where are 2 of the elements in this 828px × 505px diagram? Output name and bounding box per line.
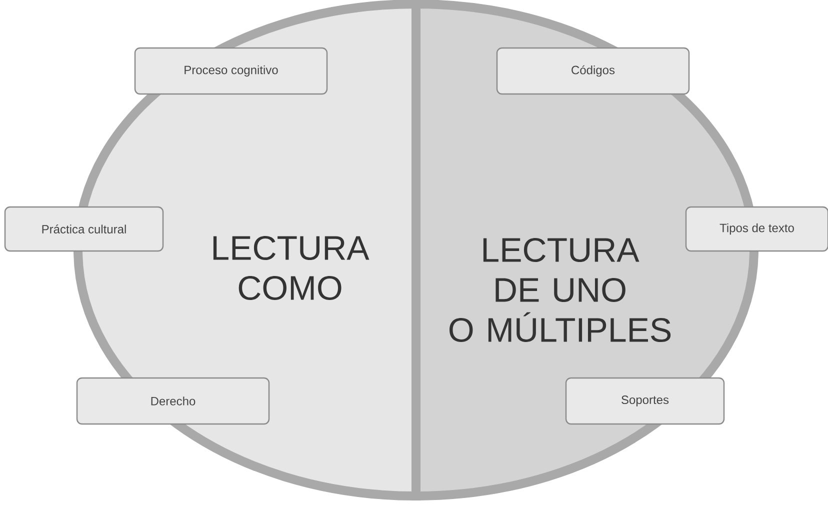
label-box: Tipos de texto	[685, 206, 828, 252]
label-box: Práctica cultural	[4, 206, 164, 252]
